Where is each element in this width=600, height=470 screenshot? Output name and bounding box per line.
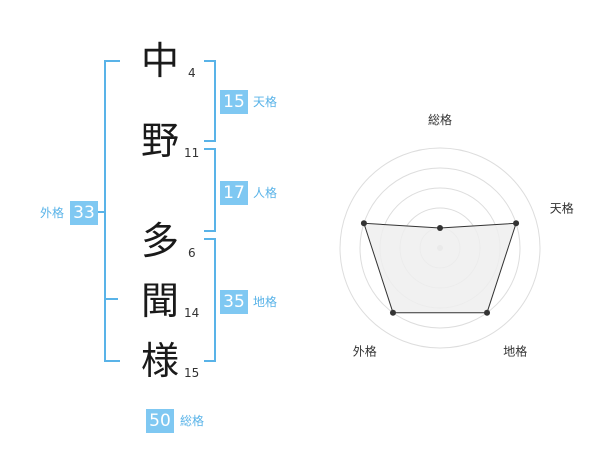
radar-axis-labels: 総格天格地格外格人格 [330,112,574,359]
radar-axis-label: 天格 [550,200,574,215]
radar-point-地格 [484,309,491,316]
chikaku-badge: 35 [220,290,248,314]
gaikaku-label: 外格 [40,206,65,220]
jinkaku-bracket [204,148,216,232]
radar-point-天格 [513,220,520,227]
gaikaku-bracket-mid-tick [104,298,118,300]
soukaku-badge: 50 [146,409,174,433]
jinkaku-badge: 17 [220,181,248,205]
stroke-count-1: 4 [188,66,196,80]
name-char-5: 様 [140,339,179,383]
radar-axis-label: 地格 [503,344,527,359]
jinkaku-label: 人格 [253,186,278,200]
radar-ring-5 [339,147,541,349]
radar-value-polygon [363,222,517,314]
stroke-count-4: 14 [184,306,200,320]
gaikaku-bracket-connector [94,211,104,213]
radar-axis-label: 外格 [353,344,377,359]
chikaku-bracket [204,238,216,362]
soukaku-label: 総格 [180,414,205,428]
stroke-count-5: 15 [184,366,200,380]
stroke-count-2: 11 [184,146,200,160]
stroke-count-3: 6 [188,246,196,260]
radar-point-総格 [437,225,443,231]
tenkaku-bracket [204,60,216,142]
gaikaku-bracket [104,60,120,362]
radar-ring-4 [359,167,521,329]
radar-point-外格 [389,309,396,316]
tenkaku-badge: 15 [220,90,248,114]
chikaku-label: 地格 [253,295,278,309]
name-char-1: 中 [140,39,179,83]
gaikaku-badge: 33 [70,201,98,225]
tenkaku-label: 天格 [253,95,278,109]
radar-chart: 総格天格地格外格人格 [330,112,574,359]
radar-point-人格 [360,220,367,227]
name-char-2: 野 [140,119,179,163]
radar-axis-label: 総格 [428,112,452,127]
name-char-3: 多 [140,219,179,263]
radar-polygon-layer [360,220,520,316]
name-char-4: 聞 [140,279,179,323]
